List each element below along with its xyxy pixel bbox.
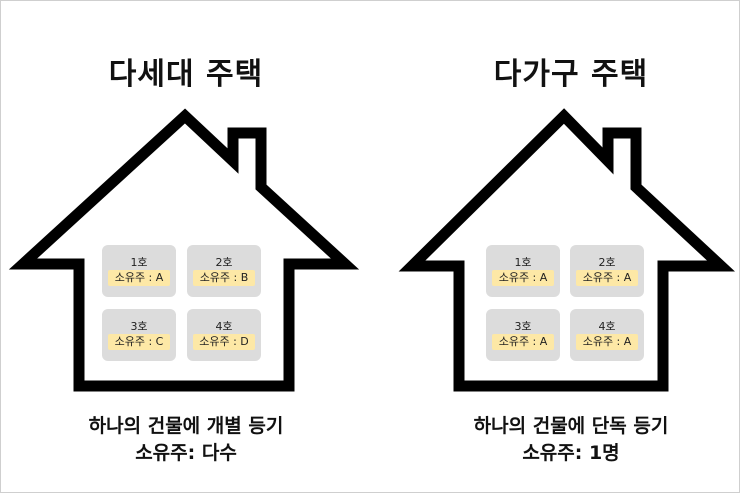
panel-title: 다세대 주택 bbox=[108, 57, 264, 92]
owner-label: 소유주 : A bbox=[492, 270, 554, 286]
unit-number: 4호 bbox=[598, 320, 616, 333]
owner-label: 소유주 : D bbox=[193, 334, 255, 350]
unit-number: 4호 bbox=[215, 320, 233, 333]
unit-card: 3호 소유주 : A bbox=[486, 309, 560, 361]
caption-registration: 하나의 건물에 개별 등기 bbox=[88, 415, 284, 437]
unit-card: 4호 소유주 : A bbox=[570, 309, 644, 361]
unit-card: 1호 소유주 : A bbox=[102, 245, 176, 297]
unit-card: 4호 소유주 : D bbox=[187, 309, 261, 361]
unit-card: 3호 소유주 : C bbox=[102, 309, 176, 361]
multi-family-panel: 다가구 주택 1호 소유주 : A 2호 소유주 : A 3호 소유주 : A … bbox=[386, 1, 740, 492]
owner-label: 소유주 : B bbox=[193, 270, 255, 286]
owner-label: 소유주 : A bbox=[492, 334, 554, 350]
owner-label: 소유주 : A bbox=[576, 334, 638, 350]
caption-registration: 하나의 건물에 단독 등기 bbox=[473, 415, 669, 437]
unit-number: 2호 bbox=[215, 256, 233, 269]
panel-title: 다가구 주택 bbox=[493, 57, 649, 92]
unit-number: 3호 bbox=[514, 320, 532, 333]
owner-label: 소유주 : A bbox=[576, 270, 638, 286]
unit-number: 3호 bbox=[130, 320, 148, 333]
caption-owner-count: 소유주: 1명 bbox=[522, 442, 620, 464]
unit-number: 1호 bbox=[130, 256, 148, 269]
unit-card: 2호 소유주 : B bbox=[187, 245, 261, 297]
multi-household-panel: 다세대 주택 1호 소유주 : A 2호 소유주 : B 3호 소유주 : C … bbox=[1, 1, 371, 492]
caption-owner-count: 소유주: 다수 bbox=[135, 442, 237, 464]
unit-number: 1호 bbox=[514, 256, 532, 269]
unit-card: 1호 소유주 : A bbox=[486, 245, 560, 297]
owner-label: 소유주 : A bbox=[108, 270, 170, 286]
unit-card: 2호 소유주 : A bbox=[570, 245, 644, 297]
unit-number: 2호 bbox=[598, 256, 616, 269]
owner-label: 소유주 : C bbox=[108, 334, 170, 350]
